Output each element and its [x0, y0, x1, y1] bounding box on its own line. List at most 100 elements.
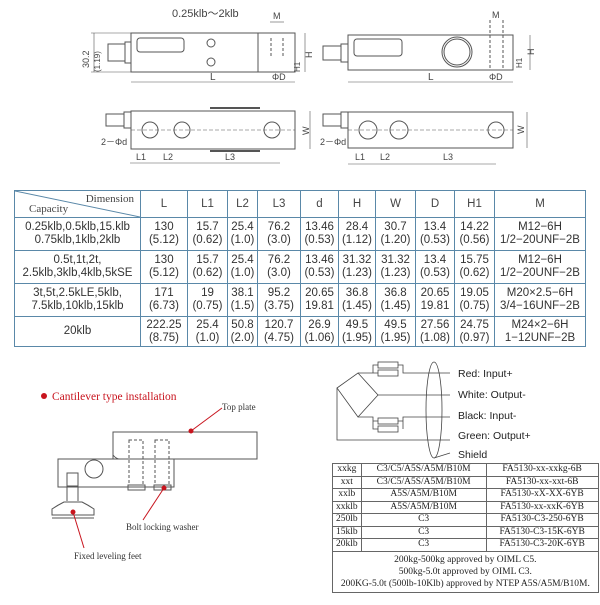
value-cell: 49.5(1.95) [338, 316, 376, 347]
cell-line: (0.97) [459, 331, 490, 344]
table-header-row: Dimension Capacity L L1 L2 L3 d H W D H1… [14, 190, 586, 218]
capacity-cell: 20klb [14, 316, 141, 347]
code-cell: xxt [332, 475, 362, 489]
col-header: L3 [257, 190, 301, 218]
value-cell: 130(5.12) [140, 217, 188, 251]
code-cell: xxkg [332, 463, 362, 477]
drawing-title: 0.25klb～2klb [172, 8, 239, 20]
code-cell: FA5130-xx-xxkg-6B [485, 463, 599, 477]
dim-W: W [301, 126, 311, 135]
dim-H: H [526, 49, 536, 56]
value-cell: 76.2(3.0) [257, 250, 301, 284]
code-cell: FA5130-C3-250-6YB [485, 513, 599, 527]
dim-M: M [492, 10, 500, 20]
value-cell: 13.4(0.53) [415, 250, 455, 284]
capacity-line: 7.5klb,10klb,15klb [31, 300, 124, 312]
value-cell: 30.7(1.20) [375, 217, 416, 251]
cell-line: (0.75) [459, 300, 490, 312]
cell-line: (1.95) [341, 331, 373, 344]
dimension-table: Dimension Capacity L L1 L2 L3 d H W D H1… [14, 190, 586, 347]
capacity-line: 3t,5t,2.5kLE,5klb, [33, 287, 122, 299]
capacity-line: 0.75klb,1klb,2klb [34, 234, 121, 246]
dim-M: M [273, 11, 281, 21]
height-dim: 30.2 [81, 50, 91, 68]
value-cell: 13.4(0.53) [415, 217, 455, 251]
cell-line: 13.4 [423, 254, 447, 266]
value-cell: 24.75(0.97) [454, 316, 495, 347]
code-cell: xxklb [332, 500, 362, 514]
cell-line: 19.81 [420, 300, 450, 312]
installation-title: Cantilever type installation [52, 391, 177, 403]
dim-d: 2－Φd [320, 137, 346, 147]
cell-line: 30.7 [384, 221, 407, 233]
dim-D: ΦD [272, 72, 286, 82]
value-cell: 130(5.12) [140, 250, 188, 284]
dim-L1: L1 [136, 152, 146, 162]
wire-white: White: Output- [458, 389, 526, 401]
code-cell: FA5130-xX-XX-6YB [485, 488, 599, 502]
col-header: d [300, 190, 339, 218]
value-cell: 15.7(0.62) [187, 217, 228, 251]
capacity-line: 2.5klb,3klb,4klb,5kSE [22, 267, 133, 279]
cell-line: 14.22 [460, 221, 489, 233]
height-dim-in: (1.19) [93, 51, 102, 72]
side-view-small: 0.25klb～2klb 30.2 (1.19) L M H H1 ΦD [81, 8, 314, 83]
value-cell: 31.32(1.23) [338, 250, 376, 284]
dim-H1: H1 [293, 61, 302, 72]
value-cell: 15.7(0.62) [187, 250, 228, 284]
value-cell: 36.8(1.45) [338, 283, 376, 317]
value-cell: 31.32(1.23) [375, 250, 416, 284]
cell-line: (6.73) [148, 300, 180, 312]
code-cell: FA5130-xx-xxK-6YB [485, 500, 599, 514]
wire-green: Green: Output+ [458, 430, 531, 442]
value-cell: 25.4(1.0) [227, 217, 258, 251]
dim-L3: L3 [443, 152, 453, 162]
cell-line: 171 [154, 287, 174, 299]
cell-line: (0.53) [419, 267, 451, 279]
side-view-large: L M H H1 ΦD [322, 10, 536, 83]
value-cell: 13.46(0.53) [300, 217, 339, 251]
cell-line: (1.08) [419, 331, 451, 344]
capacity-line: 0.5t,1t,2t, [53, 254, 102, 266]
cell-line: 31.32 [342, 254, 372, 266]
cell-line: (1.5) [230, 300, 255, 312]
cell-line: M24×2−6H [511, 318, 569, 331]
value-cell: 36.8(1.45) [375, 283, 416, 317]
code-cell: xxlb [332, 488, 362, 502]
washer-label: Bolt locking washer [126, 522, 199, 532]
code-cell: C3/C5/A5S/A5M/B10M [360, 475, 487, 489]
cell-line: (5.12) [148, 267, 180, 279]
col-header: D [415, 190, 455, 218]
cell-line: 24.75 [460, 318, 489, 331]
cell-line: (3.0) [267, 267, 291, 279]
cell-line: M12−6H [518, 254, 562, 266]
value-cell: 14.22(0.56) [454, 217, 495, 251]
value-cell: 25.4(1.0) [187, 316, 228, 347]
cell-line: 31.32 [381, 254, 410, 266]
cell-line: (3.0) [267, 234, 291, 246]
cell-line: M12−6H [518, 221, 562, 233]
capacity-cell: 0.5t,1t,2t,2.5klb,3klb,4klb,5kSE [14, 250, 141, 284]
dim-L3: L3 [225, 152, 235, 162]
cell-line: 26.9 [308, 318, 331, 331]
cell-line: M20×2.5−6H [506, 287, 574, 299]
cell-line: (0.53) [419, 234, 451, 246]
wiring-diagram: Red: Input+ White: Output- Black: Input-… [336, 361, 531, 460]
cell-line: 13.46 [305, 221, 334, 233]
value-cell: 27.56(1.08) [415, 316, 455, 347]
cell-line: 1/2−20UNF−2B [500, 234, 580, 246]
cell-line: 49.5 [345, 318, 369, 331]
dimension-label: Dimension [85, 193, 134, 205]
capacity-cell: 3t,5t,2.5kLE,5klb,7.5klb,10klb,15klb [14, 283, 141, 317]
code-cell: FA5130-C3-15K-6YB [485, 525, 599, 539]
cell-line: (0.75) [192, 300, 223, 312]
cell-line: 3/4−16UNF−2B [500, 300, 580, 312]
col-header: L2 [227, 190, 258, 218]
cell-line: 19 [201, 287, 214, 299]
code-cell: A5S/A5M/B10M [360, 488, 487, 502]
cell-line: (0.62) [192, 234, 223, 246]
